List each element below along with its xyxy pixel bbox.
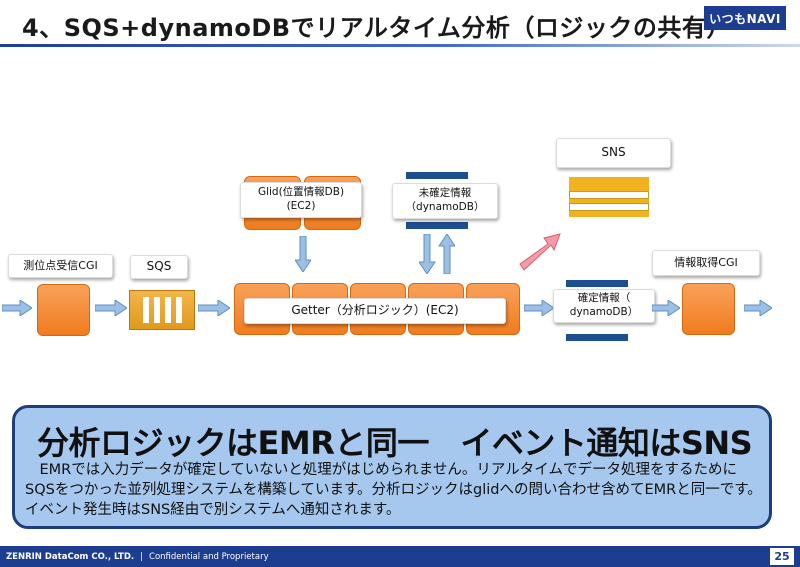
dynamodb-stripe xyxy=(566,280,628,287)
summary-body: EMRでは入力データが確定していないと処理がはじめられません。リアルタイムでデー… xyxy=(25,462,762,518)
flow-arrow-icon xyxy=(95,300,127,316)
input-arrow-icon xyxy=(2,300,32,316)
footer-confidential: Confidential and Proprietary xyxy=(149,551,269,562)
sns-label: SNS xyxy=(556,138,671,168)
getter-label: Getter（分析ロジック）(EC2) xyxy=(244,298,506,324)
footer-company: ZENRIN DataCom CO., LTD. xyxy=(6,551,135,562)
glid-label: Glid(位置情報DB) (EC2) xyxy=(240,182,362,218)
summary-panel: 分析ロジックはEMRと同一 イベント通知はSNS EMRでは入力データが確定して… xyxy=(12,405,772,529)
cgi-output-node xyxy=(682,283,735,335)
flow-arrow-icon xyxy=(652,300,680,316)
slide-title: 4、SQS+dynamoDBでリアルタイム分析（ロジックの共有） xyxy=(22,14,731,42)
sns-topic-icon xyxy=(569,177,649,217)
summary-heading: 分析ロジックはEMRと同一 イベント通知はSNS xyxy=(37,424,753,462)
output-arrow-icon xyxy=(744,300,772,316)
glid-down-arrow-icon xyxy=(295,236,311,272)
dynamodb-stripe xyxy=(566,334,628,341)
flow-arrow-icon xyxy=(524,300,554,316)
queue-bar xyxy=(142,297,149,323)
queue-bar xyxy=(164,297,171,323)
page-number: 25 xyxy=(770,548,794,565)
confirmed-dynamodb-label: 確定情報（ dynamoDB） xyxy=(553,289,655,323)
flow-arrow-icon xyxy=(198,300,230,316)
sns-notify-arrow-icon xyxy=(519,233,561,271)
sns-band xyxy=(569,191,649,199)
dynamodb-stripe xyxy=(406,222,468,229)
title-rule xyxy=(0,44,800,47)
bidirectional-arrow-icon xyxy=(419,234,455,274)
cgi-receiver-node xyxy=(37,284,90,336)
dynamodb-stripe xyxy=(406,172,468,179)
footer-bar: ZENRIN DataCom CO., LTD. | Confidential … xyxy=(0,546,800,567)
sqs-queue-icon xyxy=(129,290,195,330)
footer-separator: | xyxy=(140,551,144,562)
cgi-output-label: 情報取得CGI xyxy=(652,250,760,276)
cgi-receiver-label: 測位点受信CGI xyxy=(8,254,113,278)
brand-logo: いつもNAVI xyxy=(704,6,786,30)
queue-bar xyxy=(153,297,160,323)
queue-bar xyxy=(175,297,182,323)
sqs-label: SQS xyxy=(130,255,188,279)
unconfirmed-dynamodb-label: 未確定情報 （dynamoDB） xyxy=(392,183,498,219)
sns-band xyxy=(569,203,649,211)
